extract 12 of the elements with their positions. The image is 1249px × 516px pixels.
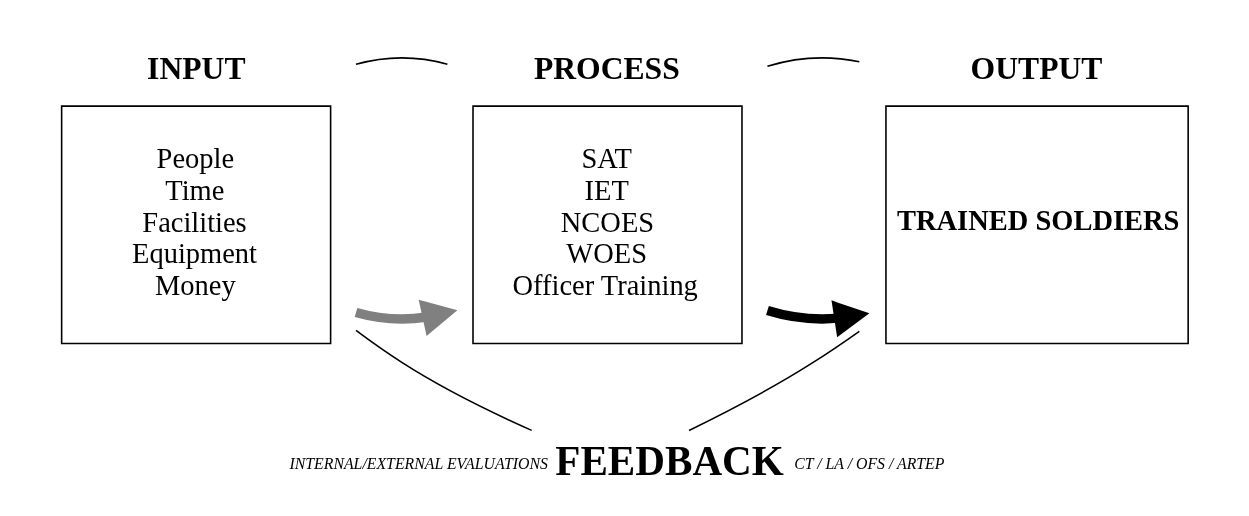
node-label: PROCESS xyxy=(533,51,680,87)
node-box: TRAINED SOLDIERS xyxy=(885,105,1189,345)
connector xyxy=(766,57,861,68)
arrow xyxy=(766,300,870,338)
arrow xyxy=(354,299,458,337)
node-label: INPUT xyxy=(147,51,246,87)
connector xyxy=(688,330,861,432)
node-box: People Time Facilities Equipment Money xyxy=(60,105,332,345)
connector xyxy=(355,57,449,66)
connector xyxy=(355,329,533,432)
node-box: SAT IET NCOES WOES Officer Training xyxy=(472,105,743,345)
node-label: OUTPUT xyxy=(970,51,1103,87)
